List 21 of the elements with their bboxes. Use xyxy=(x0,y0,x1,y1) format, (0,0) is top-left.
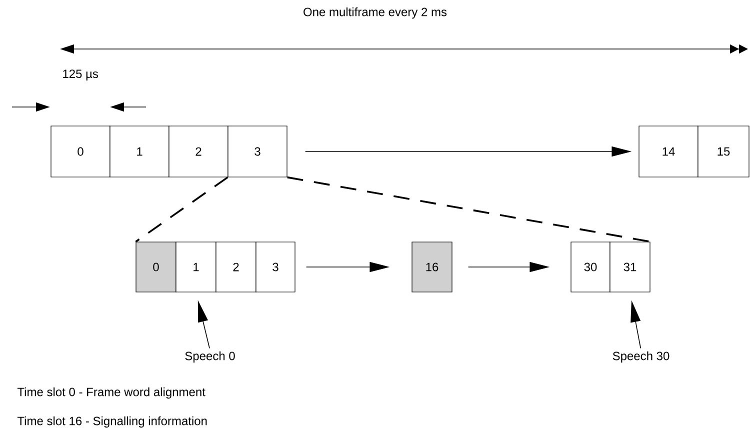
time-slot-box: 0 xyxy=(136,242,176,292)
zoom-line xyxy=(135,176,228,242)
time-slot-box: 3 xyxy=(256,242,296,292)
frame-box: 0 xyxy=(50,126,110,178)
frame-box: 14 xyxy=(638,126,698,178)
frame-box: 3 xyxy=(228,126,288,178)
dimension-label: 125 µs xyxy=(63,70,98,80)
time-slot-box: 30 xyxy=(570,242,610,292)
time-slot-box: 2 xyxy=(216,242,256,292)
zoom-line xyxy=(287,176,650,243)
frame-box: 15 xyxy=(698,126,750,178)
frame-box: 1 xyxy=(110,126,170,178)
time-slot-box: 31 xyxy=(610,242,650,292)
speech-label: Speech 30 xyxy=(612,351,670,363)
dimension-label: One multiframe every 2 ms xyxy=(304,7,447,19)
frame-box: 2 xyxy=(168,126,228,178)
note-text: Time slot 16 - Signalling information xyxy=(17,416,207,428)
speech-label: Speech 0 xyxy=(185,351,235,363)
time-slot-box: 1 xyxy=(176,242,216,292)
time-slot-box: 16 xyxy=(412,242,452,292)
note-text: Time slot 0 - Frame word alignment xyxy=(17,387,206,399)
